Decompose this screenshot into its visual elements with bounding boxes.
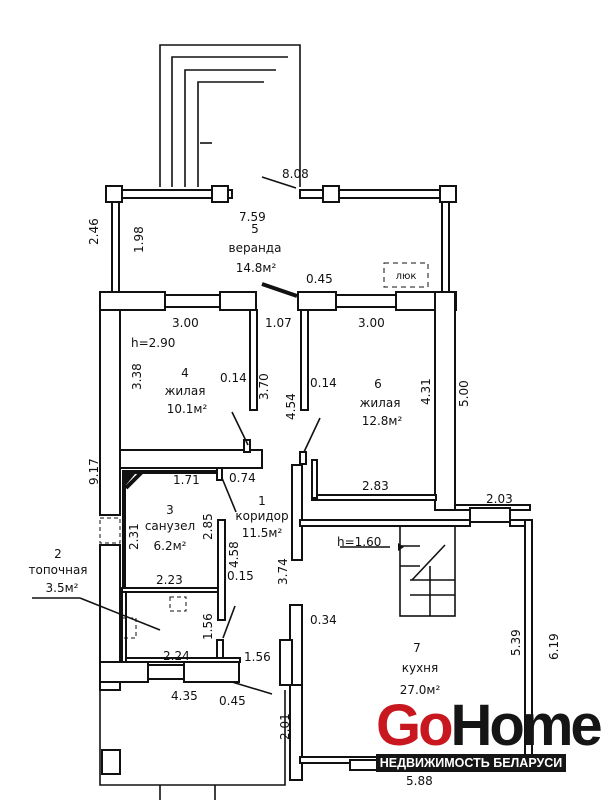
dimension: 0.15 — [227, 569, 254, 583]
room-3-number: 3 — [166, 503, 174, 517]
dimension: 4.54 — [284, 393, 298, 420]
room-5-area: 14.8м² — [236, 261, 277, 275]
dimension: 2.83 — [362, 479, 389, 493]
dimension: 5.39 — [509, 629, 523, 656]
room-7-area: 27.0м² — [400, 683, 441, 697]
logo-text: GoHome — [376, 692, 603, 759]
room-1-name: коридор — [235, 509, 288, 523]
dimension: 2.24 — [163, 649, 190, 663]
dimension: 4.31 — [419, 378, 433, 405]
dimension-labels: 8.08 7.59 2.46 1.98 0.45 3.00 1.07 3.00 … — [87, 167, 561, 788]
room-4-number: 4 — [181, 366, 189, 380]
gohome-watermark: GoHome НЕДВИЖИМОСТЬ БЕЛАРУСИ — [376, 693, 603, 774]
dimension: 1.71 — [173, 473, 200, 487]
logo-go: Go — [376, 693, 454, 758]
room-3-name: санузел — [145, 519, 195, 533]
dimension: 2.85 — [201, 513, 215, 540]
dimension: 0.45 — [306, 272, 333, 286]
dimension: 2.46 — [87, 218, 101, 245]
hatch — [383, 262, 429, 288]
dimension: 4.58 — [227, 541, 241, 568]
dimension: 1.07 — [265, 316, 292, 330]
room-4-area: 10.1м² — [167, 402, 208, 416]
dimension: 3.38 — [130, 363, 144, 390]
room-2-number: 2 — [54, 547, 62, 561]
room-5-number: 5 — [251, 222, 259, 236]
room-5-name: веранда — [229, 241, 282, 255]
dimension: 0.34 — [310, 613, 337, 627]
room-3-area: 6.2м² — [154, 539, 187, 553]
dimension: h=2.90 — [131, 336, 175, 350]
main-walls — [32, 291, 533, 800]
dimension: 3.00 — [172, 316, 199, 330]
dimension: 9.17 — [87, 458, 101, 485]
dimension: 2.31 — [127, 523, 141, 550]
veranda-walls — [105, 176, 457, 298]
room-labels: 1 коридор 11.5м² 2 топочная 3.5м² 3 сану… — [28, 222, 440, 697]
dimension: 8.08 — [282, 167, 309, 181]
logo-home: Home — [450, 693, 603, 758]
dimension: 0.14 — [220, 371, 247, 385]
dimension: 5.00 — [457, 380, 471, 407]
dimension: 2.23 — [156, 573, 183, 587]
dimension: 1.56 — [244, 650, 271, 664]
dimension: 0.14 — [310, 376, 337, 390]
dimension: 7.59 — [239, 210, 266, 224]
dimension: 5.88 — [406, 774, 433, 788]
room-6-number: 6 — [374, 377, 382, 391]
dimension: 4.35 — [171, 689, 198, 703]
room-2-name: топочная — [28, 563, 87, 577]
entrance-steps — [159, 44, 301, 187]
dimension: 3.70 — [257, 373, 271, 400]
dimension: 1.56 — [201, 613, 215, 640]
hatch-label: люк — [396, 271, 417, 282]
room-6-name: жилая — [360, 396, 401, 410]
room-2-area: 3.5м² — [46, 581, 79, 595]
room-7-name: кухня — [402, 661, 439, 675]
dimension: 2.03 — [486, 492, 513, 506]
dimension: 3.74 — [276, 558, 290, 585]
dimension: 1.98 — [132, 226, 146, 253]
dimension: h=1.60 — [337, 535, 381, 549]
dimension: 6.19 — [547, 633, 561, 660]
room-1-area: 11.5м² — [242, 526, 283, 540]
room-4-name: жилая — [165, 384, 206, 398]
stairs — [340, 525, 456, 617]
dimension: 0.45 — [219, 694, 246, 708]
dimension: 0.74 — [229, 471, 256, 485]
dimension: 2.01 — [278, 713, 292, 740]
room-1-number: 1 — [258, 494, 266, 508]
room-6-area: 12.8м² — [362, 414, 403, 428]
room-7-number: 7 — [413, 641, 421, 655]
logo-tagline: НЕДВИЖИМОСТЬ БЕЛАРУСИ — [376, 754, 566, 772]
dimension: 3.00 — [358, 316, 385, 330]
